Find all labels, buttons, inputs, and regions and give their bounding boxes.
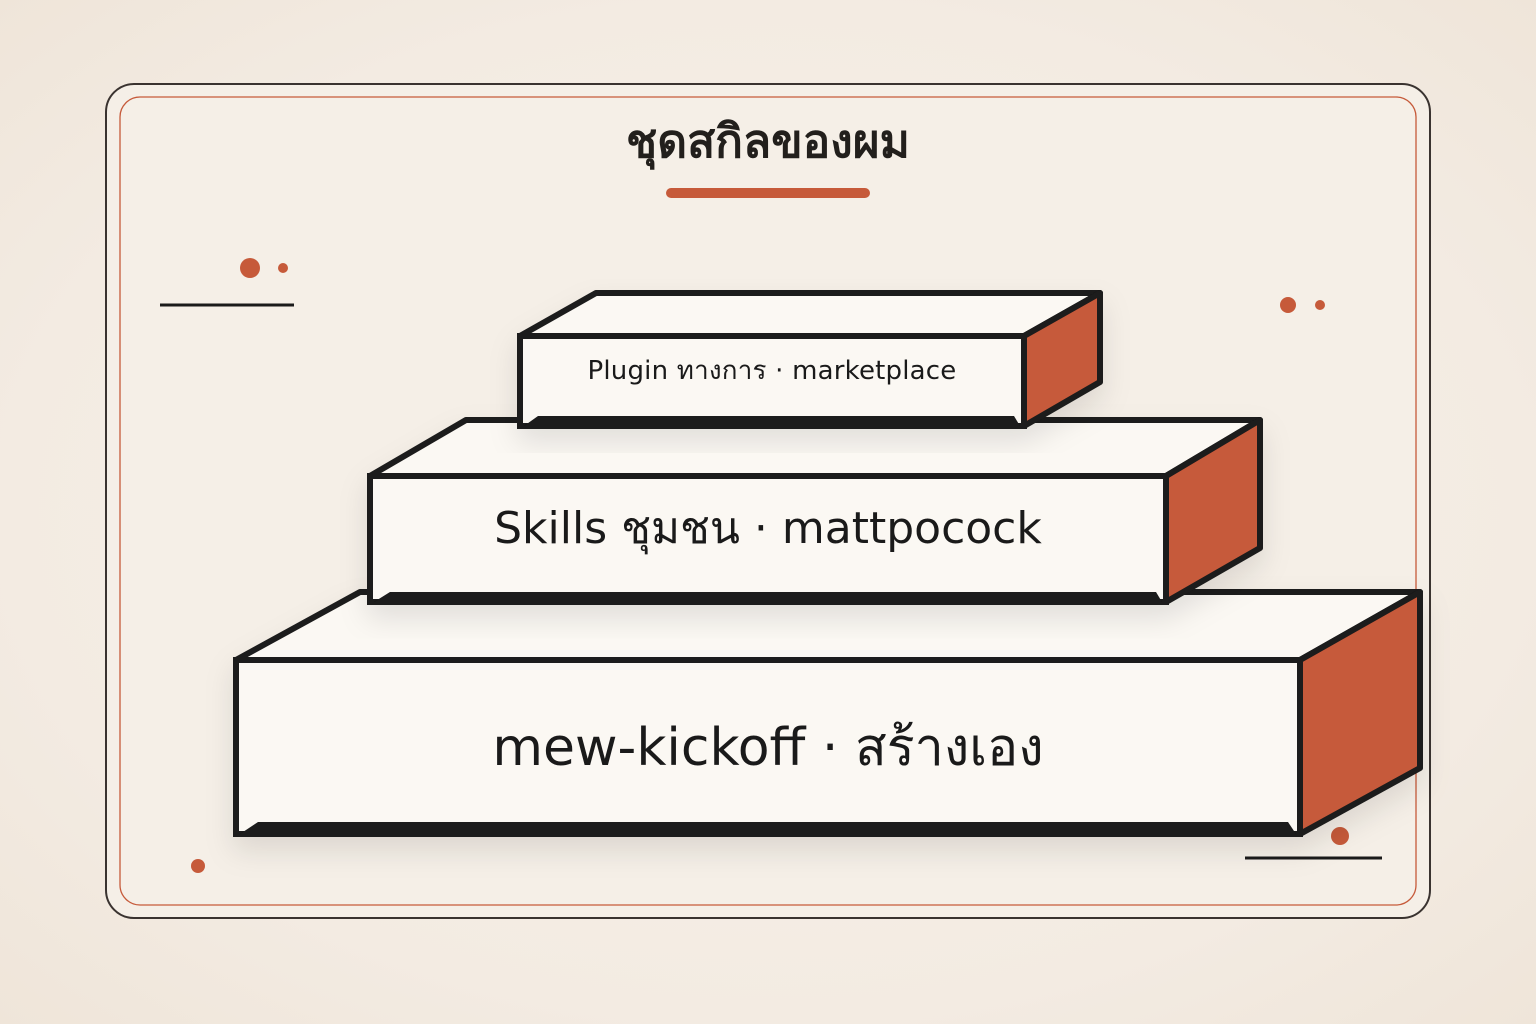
block-top-face <box>517 290 1103 339</box>
block-front-shade <box>240 822 1296 834</box>
decor-dot <box>278 263 288 273</box>
decor-dot <box>1315 300 1325 310</box>
decor-dot <box>1331 827 1349 845</box>
block-front-face <box>517 333 1027 429</box>
tier-block-bottom <box>233 589 1423 837</box>
tier-block-top <box>517 290 1103 429</box>
card-inner-frame <box>119 96 1417 906</box>
decor-dot <box>1280 297 1296 313</box>
tier-label-middle: Skills ชุมชน · mattpocock <box>494 503 1042 554</box>
tier-label-bottom: mew-kickoff · สร้างเอง <box>492 718 1044 778</box>
diagram-title: ชุดสกิลของผม <box>625 114 911 168</box>
tier-block-middle <box>367 417 1263 605</box>
tier-label-top: Plugin ทางการ · marketplace <box>587 356 957 386</box>
block-front-shade <box>374 592 1162 602</box>
title-underline <box>666 188 870 198</box>
decor-dot <box>191 859 205 873</box>
block-front-shade <box>524 416 1020 426</box>
decor-dot <box>240 258 260 278</box>
block-front-face <box>233 657 1303 837</box>
